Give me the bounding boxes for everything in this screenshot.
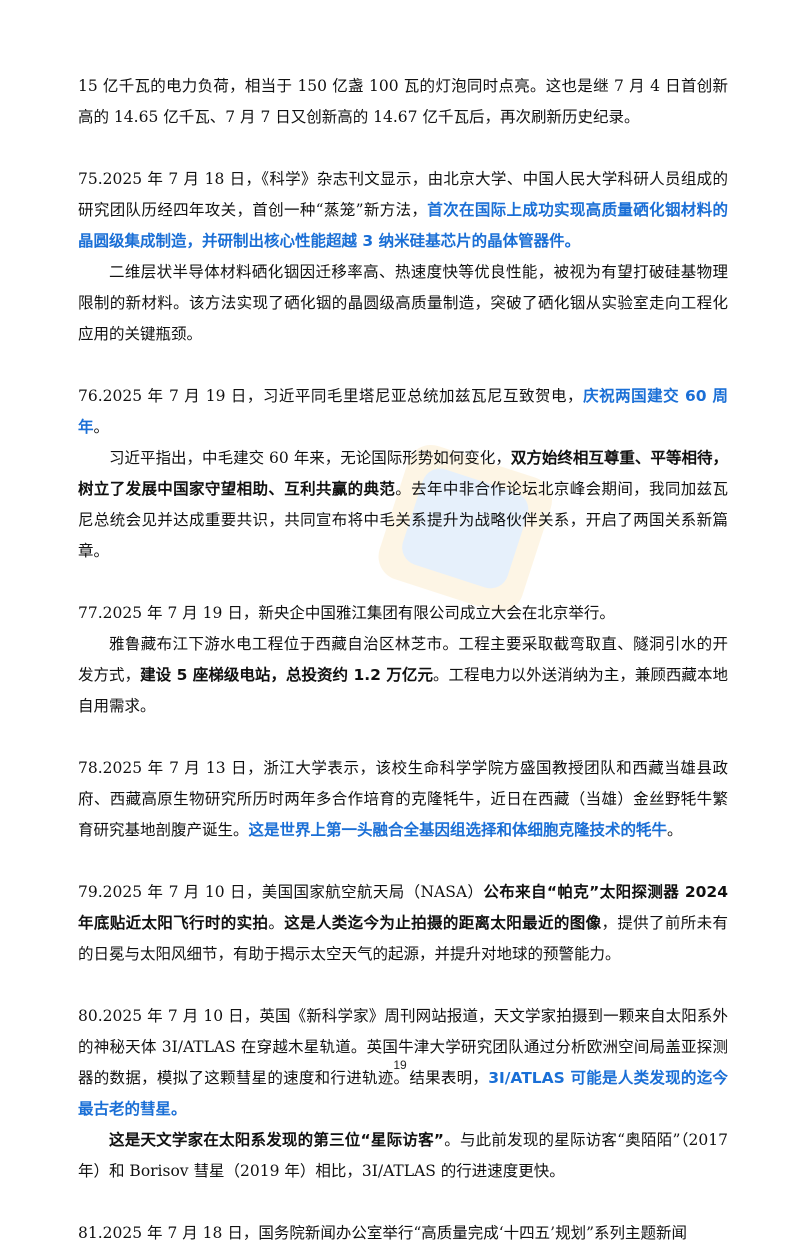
bold-text: 建设 5 座梯级电站，总投资约 1.2 万亿元 — [140, 666, 433, 684]
bold-text: 双方始终相互尊重、平等相待，树立了发展中国家守望相助、互利共赢的典范 — [78, 449, 728, 498]
paragraph-spacer — [78, 970, 728, 1001]
document-page: 15 亿千瓦的电力负荷，相当于 150 亿盏 100 瓦的灯泡同时点亮。这也是继… — [78, 71, 728, 1242]
paragraph-spacer — [78, 1187, 728, 1218]
paragraph: 雅鲁藏布江下游水电工程位于西藏自治区林芝市。工程主要采取截弯取直、隧洞引水的开发… — [78, 629, 728, 722]
paragraph: 二维层状半导体材料硒化铟因迁移率高、热速度快等优良性能，被视为有望打破硅基物理限… — [78, 257, 728, 350]
body-text: 80.2025 年 7 月 10 日，英国《新科学家》周刊网站报道，天文学家拍摄… — [78, 1007, 728, 1087]
body-text: 76.2025 年 7 月 19 日，习近平同毛里塔尼亚总统加兹瓦尼互致贺电， — [78, 387, 584, 405]
page-number: 19 — [393, 1058, 407, 1072]
paragraph: 75.2025 年 7 月 18 日，《科学》杂志刊文显示，由北京大学、中国人民… — [78, 164, 728, 257]
paragraph: 79.2025 年 7 月 10 日，美国国家航空航天局（NASA）公布来自“帕… — [78, 877, 728, 970]
paragraph-spacer — [78, 722, 728, 753]
body-text: 习近平指出，中毛建交 60 年来，无论国际形势如何变化， — [109, 449, 511, 467]
bold-text: 这是人类迄今为止拍摄的距离太阳最近的图像 — [284, 914, 602, 932]
body-text: 79.2025 年 7 月 10 日，美国国家航空航天局（NASA） — [78, 883, 484, 901]
paragraph-spacer — [78, 567, 728, 598]
paragraph-spacer — [78, 350, 728, 381]
paragraph-spacer — [78, 846, 728, 877]
paragraph-spacer — [78, 133, 728, 164]
highlight-text: 这是世界上第一头融合全基因组选择和体细胞克隆技术的牦牛 — [248, 821, 668, 839]
body-text: 。工程电力以外送消纳为主，兼顾西藏本地自用需求。 — [78, 666, 728, 715]
paragraph: 78.2025 年 7 月 13 日，浙江大学表示，该校生命科学学院方盛国教授团… — [78, 753, 728, 846]
body-text: 15 亿千瓦的电力负荷，相当于 150 亿盏 100 瓦的灯泡同时点亮。这也是继… — [78, 77, 728, 126]
paragraph: 81.2025 年 7 月 18 日，国务院新闻办公室举行“高质量完成‘十四五’… — [78, 1218, 728, 1249]
paragraph: 80.2025 年 7 月 10 日，英国《新科学家》周刊网站报道，天文学家拍摄… — [78, 1001, 728, 1125]
paragraph: 习近平指出，中毛建交 60 年来，无论国际形势如何变化，双方始终相互尊重、平等相… — [78, 443, 728, 567]
body-text: 。 — [667, 821, 683, 839]
body-text: ，提供了前所未有的日冕与太阳风细节，有助于揭示太空天气的起源，并提升对地球的预警… — [78, 914, 728, 963]
body-text: 75.2025 年 7 月 18 日，《科学》杂志刊文显示，由北京大学、中国人民… — [78, 170, 728, 219]
bold-text: 这是天文学家在太阳系发现的第三位“星际访客” — [109, 1131, 444, 1149]
body-text: 。 — [268, 914, 285, 932]
body-text: 77.2025 年 7 月 19 日，新央企中国雅江集团有限公司成立大会在北京举… — [78, 604, 615, 622]
highlight-text: 3I/ATLAS 可能是人类发现的迄今最古老的彗星。 — [78, 1069, 728, 1118]
body-text: 。 — [93, 418, 110, 436]
paragraph: 15 亿千瓦的电力负荷，相当于 150 亿盏 100 瓦的灯泡同时点亮。这也是继… — [78, 71, 728, 133]
highlight-text: 庆祝两国建交 60 周年 — [78, 387, 728, 436]
paragraph: 这是天文学家在太阳系发现的第三位“星际访客”。与此前发现的星际访客“奥陌陌”（2… — [78, 1125, 728, 1187]
highlight-text: 首次在国际上成功实现高质量硒化铟材料的晶圆级集成制造，并研制出核心性能超越 3 … — [78, 201, 728, 250]
body-text: 。去年中非合作论坛北京峰会期间，我同加兹瓦尼总统会见并达成重要共识，共同宣布将中… — [78, 480, 728, 560]
body-text: 二维层状半导体材料硒化铟因迁移率高、热速度快等优良性能，被视为有望打破硅基物理限… — [78, 263, 728, 343]
body-text: 81.2025 年 7 月 18 日，国务院新闻办公室举行“高质量完成‘十四五’… — [78, 1224, 688, 1242]
paragraph: 76.2025 年 7 月 19 日，习近平同毛里塔尼亚总统加兹瓦尼互致贺电，庆… — [78, 381, 728, 443]
body-text: 78.2025 年 7 月 13 日，浙江大学表示，该校生命科学学院方盛国教授团… — [78, 759, 728, 839]
paragraph: 77.2025 年 7 月 19 日，新央企中国雅江集团有限公司成立大会在北京举… — [78, 598, 728, 629]
bold-text: 公布来自“帕克”太阳探测器 2024 年底贴近太阳飞行时的实拍 — [78, 883, 728, 932]
body-text: 雅鲁藏布江下游水电工程位于西藏自治区林芝市。工程主要采取截弯取直、隧洞引水的开发… — [78, 635, 728, 684]
